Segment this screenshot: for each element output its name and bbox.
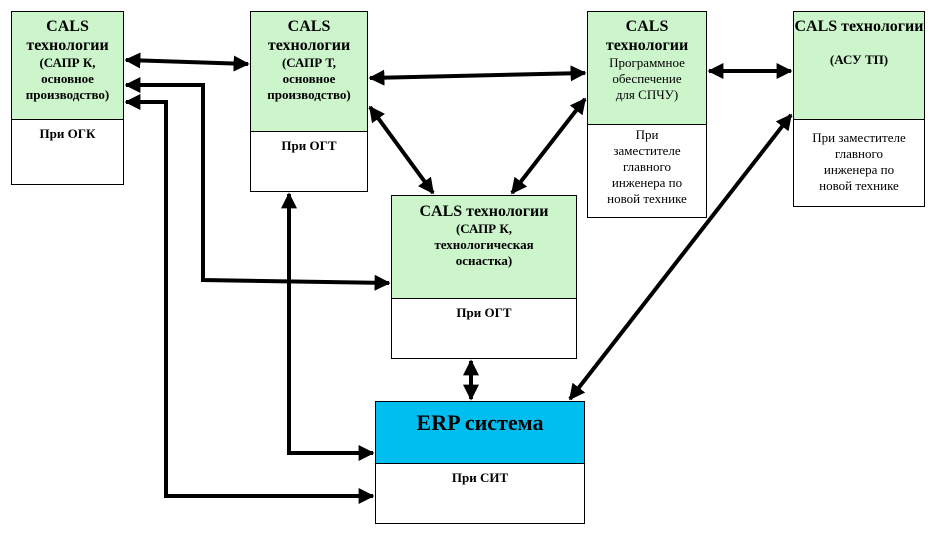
arrow-spchu-osnastka (510, 97, 587, 195)
box-header: CALS технологии Программное обеспечение … (588, 12, 706, 125)
box-title: CALS технологии (605, 18, 689, 54)
box-header: CALS технологии (САПР К, основное произв… (12, 12, 123, 120)
box-cals-asu-tp: CALS технологии (АСУ ТП) При заместителе… (793, 11, 925, 207)
box-subtitle: (САПР К, технологическая оснастка) (434, 221, 534, 268)
box-subtitle: (САПР К, основное производство) (25, 55, 110, 102)
box-cals-sapr-k-osnastka: CALS технологии (САПР К, технологическая… (391, 195, 577, 359)
arrow-ogk-ogt (124, 52, 250, 72)
box-header: CALS технологии (АСУ ТП) (794, 12, 924, 120)
arrow-ogk-erp (124, 94, 375, 504)
arrow-ogt-erp (281, 192, 375, 461)
arrow-ogt-spchu (368, 65, 587, 86)
box-footer: При заместителе главного инженера по нов… (812, 130, 906, 193)
box-subtitle: Программное обеспечение для СПЧУ) (609, 55, 685, 102)
arrow-asutp-erp (568, 113, 793, 401)
box-title: CALS технологии (26, 18, 109, 54)
box-footer: При СИТ (451, 470, 509, 485)
box-title: CALS технологии (794, 18, 924, 35)
box-footer: При ОГК (39, 126, 96, 141)
box-header: ERP система (376, 402, 584, 464)
box-header: CALS технологии (САПР К, технологическая… (392, 196, 576, 299)
box-subtitle: (АСУ ТП) (829, 52, 889, 67)
box-title: CALS технологии (267, 18, 351, 54)
arrow-ogt-osnastka (368, 105, 435, 195)
box-erp-system: ERP система При СИТ (375, 401, 585, 524)
box-title: CALS технологии (419, 203, 549, 220)
box-footer: При ОГТ (456, 305, 512, 320)
box-cals-sapr-k-ogk: CALS технологии (САПР К, основное произв… (11, 11, 124, 185)
box-title: ERP система (416, 410, 544, 435)
